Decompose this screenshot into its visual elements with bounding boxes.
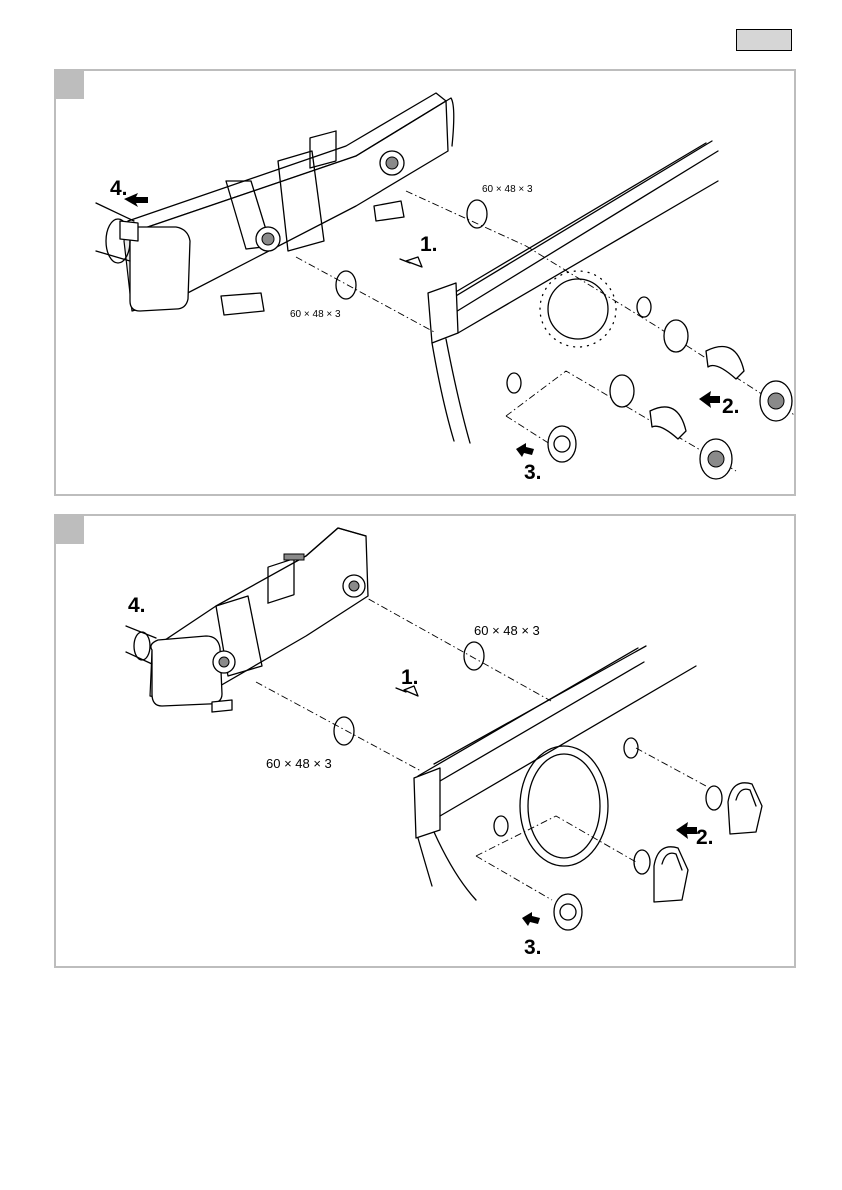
blanking-caps: [554, 783, 762, 930]
installation-diagram-1: 1. 2. 3. 4. 60 × 48 × 3 60 × 48 × 3: [56, 71, 794, 494]
step-label-1: 1.: [401, 666, 419, 689]
uvc-unit: [124, 93, 454, 315]
seal-dimension-upper: 60 × 48 × 3: [482, 184, 533, 195]
o-rings: [336, 200, 487, 299]
installation-diagram-2: 1. 2. 3. 4. 60 × 48 × 3 60 × 48 × 3: [56, 516, 794, 966]
wall-holes: [494, 738, 638, 836]
page-tab: [736, 29, 792, 51]
step-label-3: 3.: [524, 936, 542, 959]
step-arrows: [396, 686, 697, 926]
seal-dimension-upper: 60 × 48 × 3: [474, 623, 540, 638]
o-rings: [334, 642, 484, 745]
step-label-4: 4.: [128, 594, 146, 617]
step-label-3: 3.: [524, 461, 542, 484]
step-label-4: 4.: [110, 177, 128, 200]
seal-dimension-lower: 60 × 48 × 3: [266, 756, 332, 771]
step-label-2: 2.: [722, 395, 740, 418]
step-label-1: 1.: [420, 233, 438, 256]
seal-dimension-lower: 60 × 48 × 3: [290, 309, 341, 320]
illustration-panel-1: 1. 2. 3. 4. 60 × 48 × 3 60 × 48 × 3: [54, 69, 796, 496]
illustration-panel-2: 1. 2. 3. 4. 60 × 48 × 3 60 × 48 × 3: [54, 514, 796, 968]
pond-wall: [414, 646, 696, 900]
uvc-unit: [150, 528, 368, 712]
assembly-axes: [296, 191, 794, 471]
pond-wall: [428, 141, 718, 443]
step-label-2: 2.: [696, 826, 714, 849]
hose-fittings: [548, 320, 792, 479]
